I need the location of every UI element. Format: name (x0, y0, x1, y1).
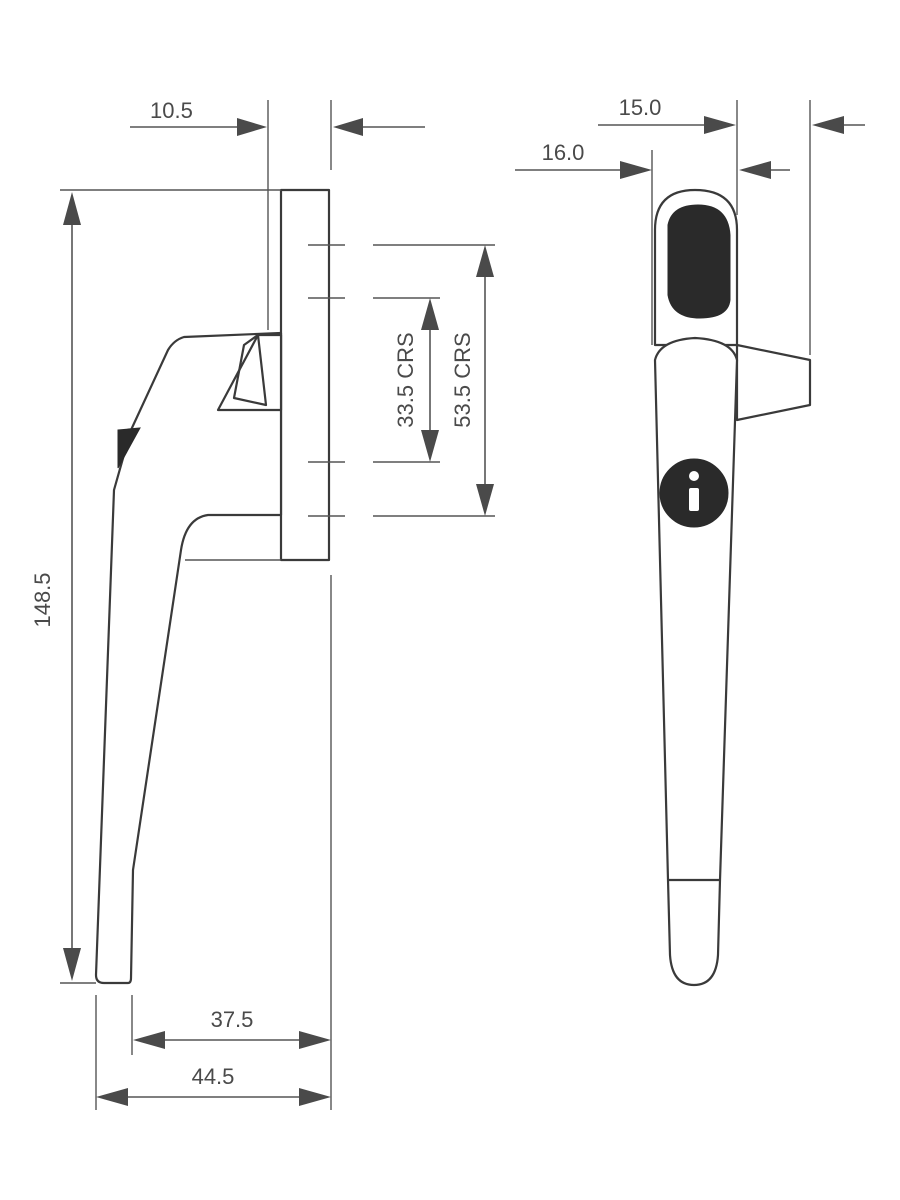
dim-37-5: 37.5 (133, 1007, 331, 1049)
dim-16-0-label: 16.0 (542, 140, 585, 165)
dim-10-5-label: 10.5 (150, 98, 193, 123)
dim-148-5: 148.5 (30, 192, 81, 981)
side-cam-inner (232, 333, 268, 407)
side-dark-wedge (117, 427, 141, 469)
dim-148-5-label: 148.5 (30, 572, 55, 627)
dim-53-5-crs: 53.5 CRS (450, 245, 494, 516)
side-view: 10.5 148.5 33.5 CRS 53.5 CRS (30, 98, 495, 1110)
front-lever (653, 336, 739, 987)
key-lock-icon (659, 458, 729, 528)
dim-44-5-label: 44.5 (192, 1064, 235, 1089)
side-handle-body (94, 331, 283, 985)
dim-37-5-label: 37.5 (211, 1007, 254, 1032)
front-tongue (735, 343, 812, 422)
dim-33-5-crs: 33.5 CRS (393, 298, 439, 462)
dim-15-0-label: 15.0 (619, 95, 662, 120)
front-view: 15.0 16.0 (515, 95, 865, 987)
dim-10-5: 10.5 (130, 98, 425, 136)
dim-44-5: 44.5 (96, 1064, 331, 1106)
dim-15-0: 15.0 (598, 95, 865, 134)
front-keyway-slot (667, 204, 731, 319)
dim-33-5-label: 33.5 CRS (393, 332, 418, 427)
side-hole-marks (308, 244, 495, 517)
dim-53-5-label: 53.5 CRS (450, 332, 475, 427)
dim-16-0: 16.0 (515, 140, 790, 179)
